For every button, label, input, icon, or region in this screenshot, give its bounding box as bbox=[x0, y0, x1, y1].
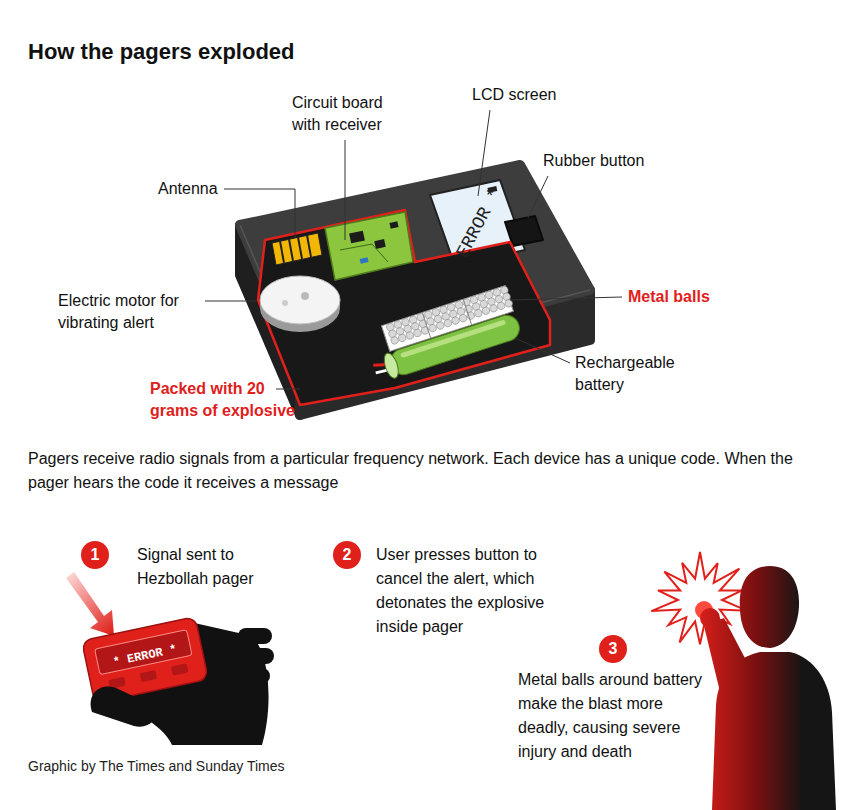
metal-balls bbox=[390, 336, 399, 345]
leader-line bbox=[515, 338, 570, 363]
battery-assembly bbox=[387, 312, 522, 378]
vibration-motor bbox=[260, 276, 340, 332]
part-label: Antenna bbox=[158, 178, 224, 200]
hand-with-pager bbox=[171, 663, 189, 675]
vibration-motor bbox=[301, 292, 309, 300]
antenna bbox=[307, 235, 311, 257]
metal-balls bbox=[436, 321, 445, 330]
step-number: 3 bbox=[599, 635, 627, 663]
hand-with-pager bbox=[91, 686, 156, 726]
battery-assembly bbox=[373, 362, 384, 368]
metal-balls bbox=[398, 333, 407, 342]
battery-assembly bbox=[422, 312, 430, 338]
circuit-board bbox=[325, 212, 413, 280]
step-text: Signal sent to Hezbollah pager bbox=[137, 543, 277, 591]
step-text: User presses button to cancel the alert,… bbox=[376, 543, 581, 639]
vibration-motor bbox=[282, 300, 288, 306]
caption: Graphic by The Times and Sunday Times bbox=[28, 757, 285, 775]
metal-balls bbox=[497, 301, 506, 310]
title: How the pagers exploded bbox=[28, 38, 295, 66]
antenna bbox=[289, 239, 293, 261]
leader-line bbox=[276, 389, 300, 390]
metal-balls bbox=[481, 306, 490, 315]
hand-with-pager bbox=[66, 572, 114, 636]
leader-line bbox=[510, 297, 622, 300]
person-silhouette bbox=[700, 608, 720, 628]
step-text: Metal balls around battery make the blas… bbox=[518, 668, 708, 764]
metal-balls bbox=[428, 324, 437, 333]
part-label: Metal balls bbox=[628, 286, 758, 308]
part-label: Rubber button bbox=[543, 150, 673, 172]
part-label: Circuit board with receiver bbox=[292, 92, 412, 136]
circuit-board bbox=[325, 212, 413, 280]
person-silhouette bbox=[704, 618, 748, 700]
circuit-board bbox=[340, 244, 388, 262]
step-number: 1 bbox=[81, 541, 109, 569]
step-marker: 2User presses button to cancel the alert… bbox=[333, 541, 361, 569]
metal-balls bbox=[474, 309, 483, 318]
leader-line bbox=[528, 176, 548, 218]
explanation-text: Pagers receive radio signals from a part… bbox=[28, 447, 793, 495]
metal-balls bbox=[451, 316, 460, 325]
metal-balls bbox=[459, 314, 468, 323]
explosion-burst bbox=[651, 552, 747, 647]
part-label: Packed with 20 grams of explosive bbox=[150, 378, 310, 422]
leader-line bbox=[224, 189, 295, 238]
metal-balls bbox=[413, 328, 422, 337]
metal-balls bbox=[489, 304, 498, 313]
leader-line bbox=[205, 301, 256, 302]
battery-assembly bbox=[362, 285, 523, 383]
hand-with-pager bbox=[240, 648, 274, 664]
cutaway bbox=[258, 210, 550, 405]
part-label: Electric motor for vibrating alert bbox=[58, 290, 208, 334]
circuit-board bbox=[389, 221, 398, 229]
battery-assembly bbox=[376, 369, 387, 373]
circuit-board bbox=[360, 257, 369, 264]
vibration-motor bbox=[260, 276, 340, 324]
antenna bbox=[298, 237, 302, 259]
antenna bbox=[280, 241, 284, 263]
battery-assembly bbox=[463, 299, 471, 325]
circuit-board bbox=[349, 231, 365, 244]
part-label: Rechargeable battery bbox=[575, 352, 695, 396]
hand-with-pager bbox=[140, 670, 158, 682]
antenna bbox=[272, 233, 322, 265]
circuit-board bbox=[374, 239, 385, 249]
step-number: 2 bbox=[333, 541, 361, 569]
metal-balls bbox=[405, 331, 414, 340]
antenna bbox=[272, 233, 322, 265]
hand-with-pager bbox=[95, 630, 192, 675]
battery-assembly bbox=[400, 319, 506, 358]
part-label: LCD screen bbox=[472, 84, 582, 106]
hand-with-pager bbox=[66, 572, 274, 745]
metal-balls bbox=[443, 319, 452, 328]
person-silhouette bbox=[700, 566, 836, 810]
pager-body bbox=[240, 165, 590, 415]
leader-line bbox=[478, 110, 490, 196]
cutaway bbox=[258, 210, 550, 405]
step-marker: 1Signal sent to Hezbollah pager bbox=[81, 541, 109, 569]
hand-with-pager bbox=[238, 668, 270, 684]
leader-line bbox=[205, 110, 622, 389]
step-marker: 3Metal balls around battery make the bla… bbox=[599, 635, 627, 663]
explosion-burst bbox=[651, 552, 747, 647]
hand-with-pager bbox=[238, 628, 272, 644]
person-silhouette bbox=[740, 566, 799, 648]
leader-line bbox=[345, 140, 346, 240]
